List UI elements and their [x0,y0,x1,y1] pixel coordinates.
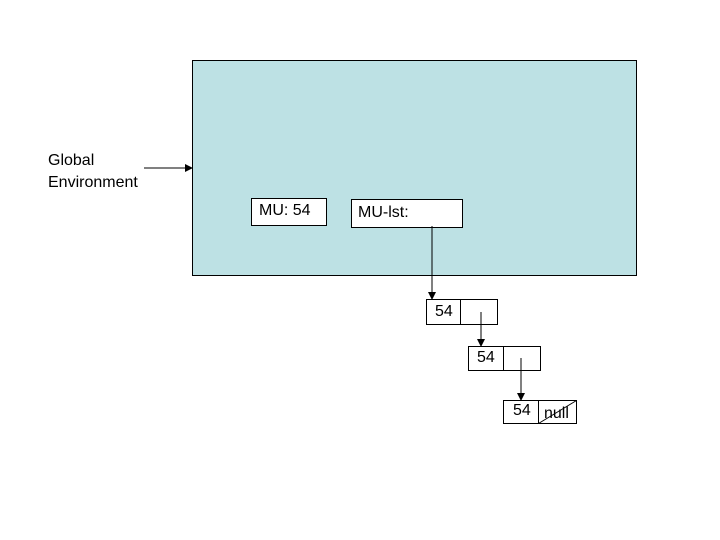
list-node-1-car-value: 54 [435,303,453,320]
null-slash [538,400,577,424]
list-node-3-car-value: 54 [513,402,531,419]
list-node-3-cdr-null: null [544,405,569,422]
list-node-1-car-box [426,299,461,325]
list-node-2-car-value: 54 [477,349,495,366]
binding-mu-text: MU: 54 [259,202,311,219]
global-environment-label-line2: Environment [48,174,138,191]
binding-box-mu [251,198,327,226]
list-node-2-cdr-box [503,346,541,371]
global-environment-frame [192,60,637,276]
list-node-1-cdr-box [460,299,498,325]
binding-box-mu-lst [351,199,463,228]
global-environment-label-line1: Global [48,152,95,169]
binding-mu-lst-text: MU-lst: [358,204,409,221]
